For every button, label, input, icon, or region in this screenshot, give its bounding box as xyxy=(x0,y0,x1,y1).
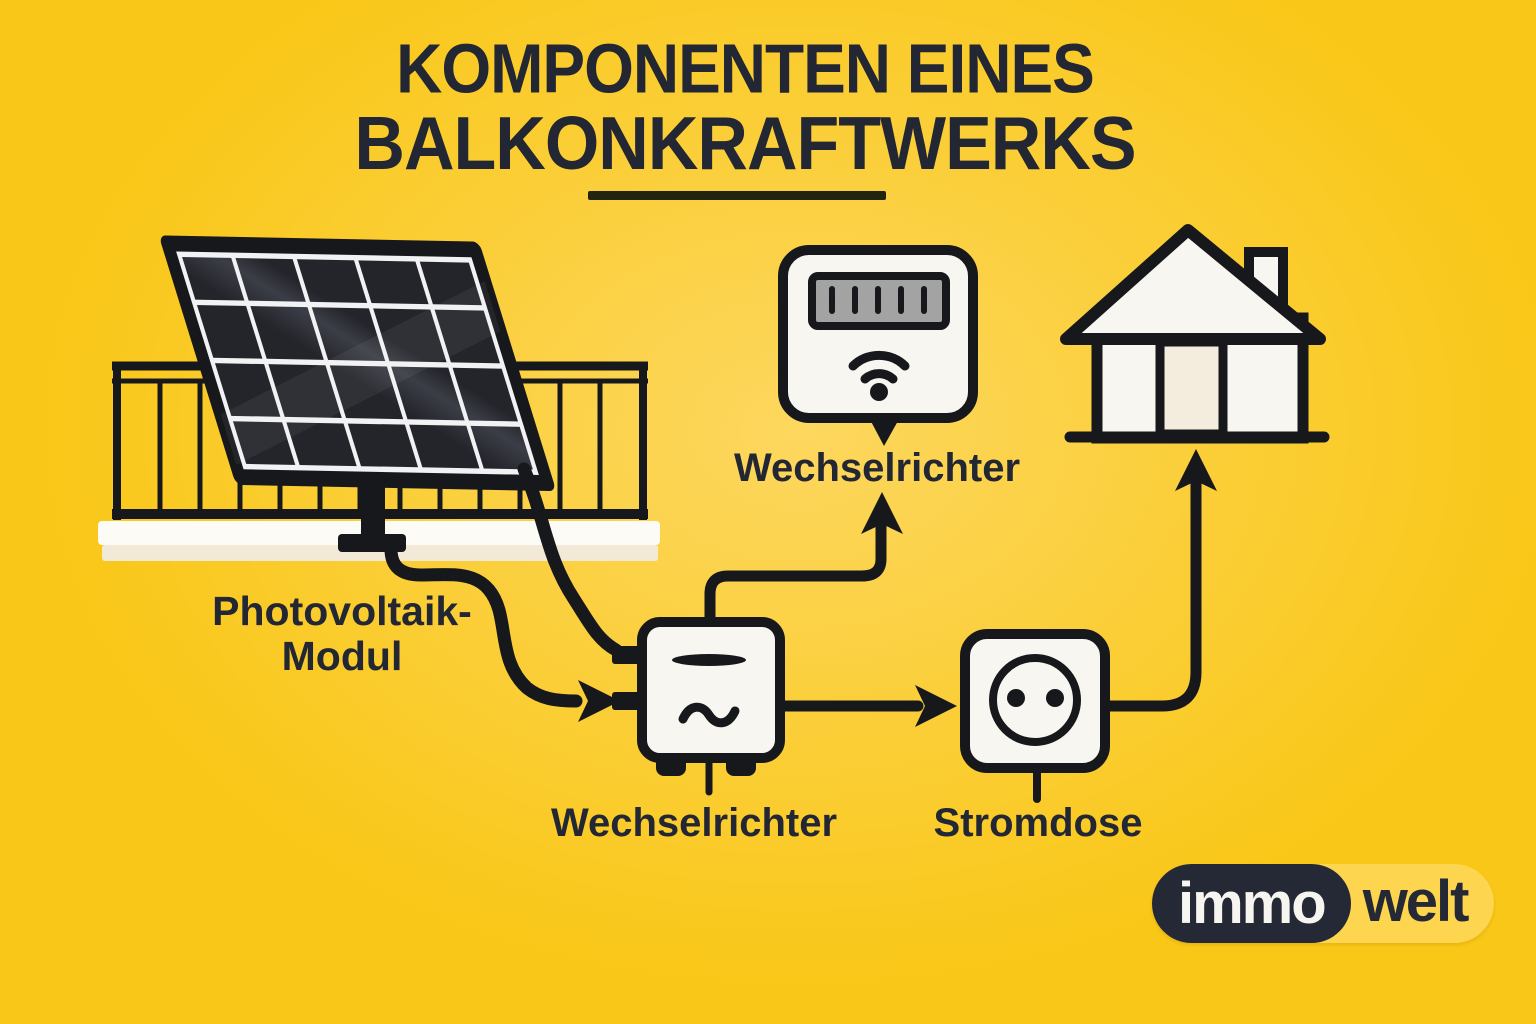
inverter-connectors xyxy=(612,646,644,710)
immowelt-logo: immo welt xyxy=(1152,864,1494,943)
logo-welt-text: welt xyxy=(1362,869,1470,934)
label-inverter: Wechselrichter xyxy=(550,801,838,845)
sine-wave-icon xyxy=(678,702,740,728)
title-line-1: KOMPONENTEN EINES xyxy=(396,29,1095,108)
outlet-pin-hole xyxy=(1046,689,1064,707)
arrow-outlet-to-house xyxy=(1097,472,1202,712)
inverter-icon xyxy=(637,617,785,796)
label-meter: Wechselrichter xyxy=(733,446,1021,490)
flow-arrow-icon xyxy=(861,492,903,534)
label-photovoltaik-modul: Photovoltaik- Modul xyxy=(212,588,472,680)
title-underline xyxy=(588,191,886,200)
flow-arrow-icon xyxy=(915,685,957,727)
door xyxy=(1155,337,1228,439)
flow-arrow-icon xyxy=(578,680,620,722)
label-photovoltaik-line1: Photovoltaik- xyxy=(212,588,472,634)
outlet-pin-hole xyxy=(1007,689,1025,707)
wifi-icon xyxy=(848,350,910,401)
dc-cable-bottom xyxy=(384,542,583,708)
title-line-2: BALKONKRAFTWERKS xyxy=(354,101,1136,186)
outlet-face xyxy=(989,654,1081,746)
panel-grid xyxy=(193,255,522,472)
flow-arrow-icon xyxy=(1175,449,1217,491)
panel-glare xyxy=(220,280,501,465)
solar-panel-icon xyxy=(160,235,555,492)
power-outlet-icon xyxy=(960,629,1110,803)
dc-cable-top xyxy=(517,462,623,657)
meter-display-digits xyxy=(829,286,927,314)
arrow-inverter-to-meter xyxy=(704,510,887,628)
logo-immo-badge: immo xyxy=(1152,864,1351,943)
label-outlet: Stromdose xyxy=(933,801,1143,845)
label-photovoltaik-line2: Modul xyxy=(281,633,403,680)
house-icon xyxy=(1060,224,1330,444)
inverter-vent xyxy=(672,654,746,666)
electricity-meter-icon xyxy=(778,245,978,446)
page-title: KOMPONENTEN EINES BALKONKRAFTWERKS xyxy=(354,29,1136,186)
